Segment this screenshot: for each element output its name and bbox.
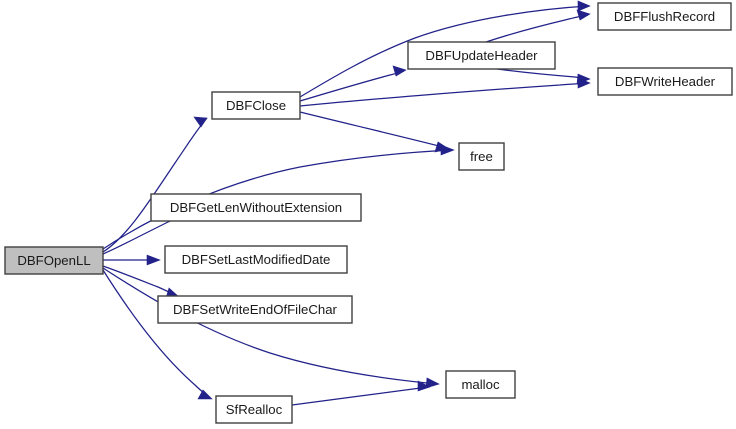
node-box-malloc[interactable] (445, 370, 516, 399)
node-box-dbfflushrecord[interactable] (597, 2, 732, 31)
node-box-dbfopenll[interactable] (4, 246, 104, 275)
node-label-free: free (470, 149, 493, 164)
node-dbfgetlen[interactable]: DBFGetLenWithoutExtension (150, 193, 362, 222)
arrowhead-icon (193, 116, 208, 128)
arrowhead-icon (577, 0, 591, 12)
arrowhead-icon (417, 380, 431, 392)
node-dbfsetwriteeof[interactable]: DBFSetWriteEndOfFileChar (157, 295, 353, 324)
arrowhead-icon (146, 254, 161, 266)
arrowhead-icon (434, 141, 450, 153)
arrowhead-icon (425, 377, 440, 389)
node-label-dbfwriteheader: DBFWriteHeader (615, 74, 716, 89)
edge-dbfclose-to-dbfupdateheader (299, 70, 405, 102)
arrowhead-icon (576, 73, 591, 85)
node-label-dbfsetlastmod: DBFSetLastModifiedDate (182, 252, 331, 267)
edge-dbfopenll-to-dbfclose (102, 117, 208, 253)
node-label-dbfupdateheader: DBFUpdateHeader (425, 48, 538, 63)
node-label-dbfsetwriteeof: DBFSetWriteEndOfFileChar (173, 302, 338, 317)
node-label-dbfgetlen: DBFGetLenWithoutExtension (170, 200, 342, 215)
node-box-free[interactable] (458, 142, 505, 171)
node-malloc[interactable]: malloc (445, 370, 516, 399)
node-label-dbfflushrecord: DBFFlushRecord (614, 9, 715, 24)
node-label-dbfopenll: DBFOpenLL (17, 253, 90, 268)
node-box-dbfsetwriteeof[interactable] (157, 295, 353, 324)
arrowhead-icon (576, 9, 591, 21)
node-box-dbfwriteheader[interactable] (597, 67, 733, 96)
node-dbfopenll[interactable]: DBFOpenLL (4, 246, 104, 275)
node-free[interactable]: free (458, 142, 505, 171)
node-box-dbfgetlen[interactable] (150, 193, 362, 222)
edge-dbfupdateheader-to-dbfwriteheader (496, 68, 589, 80)
edge-dbfopenll-to-free (102, 149, 453, 250)
node-dbfsetlastmod[interactable]: DBFSetLastModifiedDate (164, 245, 348, 274)
arrowhead-icon (392, 65, 407, 77)
edge-dbfclose-to-dbfflushrecord (299, 5, 589, 98)
edge-dbfclose-to-free (299, 111, 448, 149)
arrowhead-icon (197, 389, 213, 400)
node-dbfwriteheader[interactable]: DBFWriteHeader (597, 67, 733, 96)
edge-sfrealloc-to-malloc (291, 386, 429, 406)
node-box-sfrealloc[interactable] (215, 395, 293, 424)
node-box-dbfsetlastmod[interactable] (164, 245, 348, 274)
node-box-dbfupdateheader[interactable] (407, 41, 556, 70)
node-label-malloc: malloc (461, 377, 500, 392)
node-label-sfrealloc: SfRealloc (226, 402, 283, 417)
edge-dbfopenll-to-sfrealloc (102, 269, 211, 399)
node-dbfflushrecord[interactable]: DBFFlushRecord (597, 2, 732, 31)
node-box-dbfclose[interactable] (211, 91, 301, 120)
node-sfrealloc[interactable]: SfRealloc (215, 395, 293, 424)
edge-dbfopenll-to-malloc (102, 267, 438, 385)
edge-dbfupdateheader-to-dbfflushrecord (485, 14, 589, 43)
node-label-dbfclose: DBFClose (226, 98, 286, 113)
node-dbfclose[interactable]: DBFClose (211, 91, 301, 120)
node-dbfupdateheader[interactable]: DBFUpdateHeader (407, 41, 556, 70)
edge-dbfclose-to-dbfwriteheader (299, 82, 589, 107)
nodes-layer: DBFOpenLL DBFClose DBFFlushRecordDBFUpdate… (4, 2, 733, 424)
